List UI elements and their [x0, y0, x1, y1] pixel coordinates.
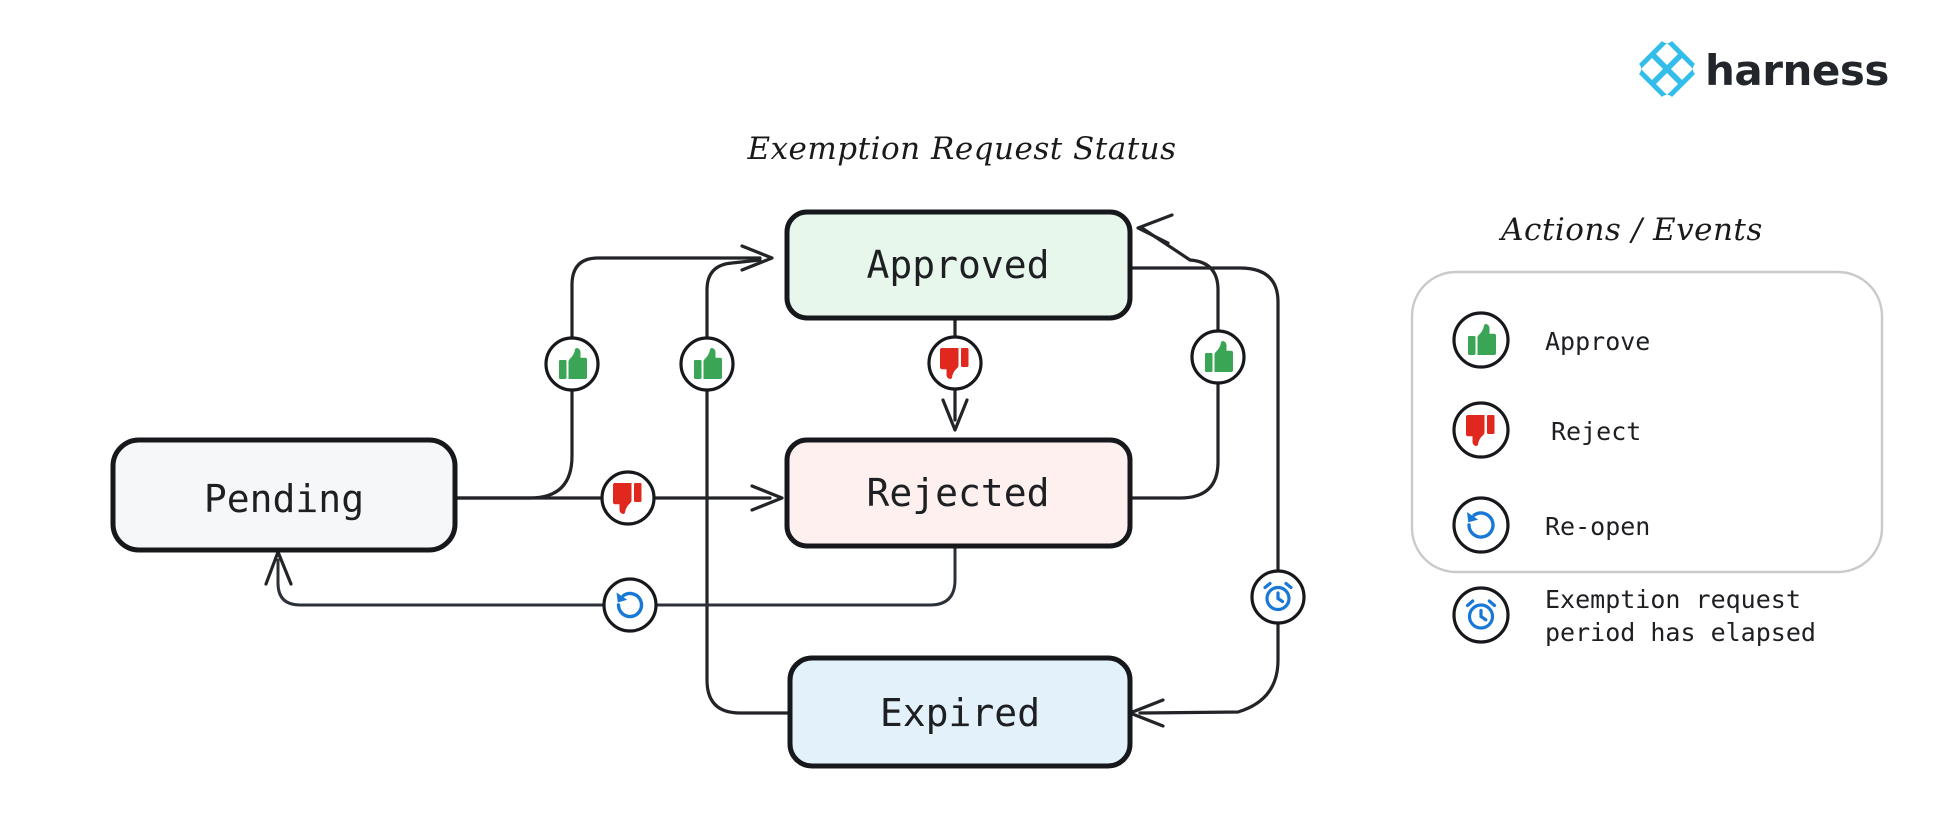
badge-reject-pending-rejected[interactable]: [600, 470, 656, 526]
legend-title: Actions / Events: [1498, 212, 1763, 248]
harness-logo: harness: [1639, 41, 1889, 97]
arrowhead-pending-to-approved: [740, 244, 774, 272]
legend-label-approve: Approve: [1545, 327, 1650, 356]
alarm-clock-icon: [1263, 581, 1293, 612]
badge-reject-approved-rejected[interactable]: [927, 335, 983, 391]
edge-expired-to-approved: [705, 258, 792, 715]
legend-item-reject[interactable]: Reject: [1452, 401, 1641, 459]
legend-panel: Approve Reject Re-open E: [1410, 270, 1884, 647]
legend-label-elapsed-line1: Exemption request: [1545, 585, 1801, 614]
node-rejected-label: Rejected: [866, 471, 1049, 515]
badge-approve-rejected-approved[interactable]: [1190, 329, 1246, 385]
arrowhead-rejected-to-approved: [1136, 213, 1174, 245]
legend-label-reopen: Re-open: [1545, 512, 1650, 541]
node-approved[interactable]: Approved: [784, 209, 1133, 321]
legend-label-reject: Reject: [1551, 417, 1641, 446]
node-rejected[interactable]: Rejected: [784, 437, 1133, 549]
diagram-title: Exemption Request Status: [746, 131, 1176, 167]
legend-item-elapsed[interactable]: Exemption request period has elapsed: [1452, 585, 1816, 647]
node-expired[interactable]: Expired: [787, 655, 1133, 769]
legend-label-elapsed-line2: period has elapsed: [1545, 618, 1816, 647]
edge-approved-to-expired: [1128, 266, 1280, 715]
arrowhead-pending-to-rejected: [750, 484, 784, 512]
alarm-clock-icon: [1465, 599, 1497, 630]
reopen-icon: [1467, 511, 1495, 539]
edge-rejected-to-approved: [1128, 226, 1220, 500]
harness-diamond-logo-icon: [1639, 41, 1695, 97]
node-expired-label: Expired: [880, 691, 1040, 735]
arrowhead-approved-to-rejected: [941, 398, 969, 432]
reopen-icon: [616, 591, 644, 619]
node-pending-label: Pending: [204, 477, 364, 521]
badge-reopen-rejected-pending[interactable]: [602, 577, 658, 633]
legend-item-approve[interactable]: Approve: [1452, 311, 1650, 369]
badge-approve-pending-approved[interactable]: [544, 336, 600, 392]
badge-approve-expired-approved[interactable]: [679, 336, 735, 392]
node-pending[interactable]: Pending: [110, 437, 458, 553]
brand-wordmark: harness: [1705, 46, 1889, 95]
node-approved-label: Approved: [866, 243, 1049, 287]
legend-item-reopen[interactable]: Re-open: [1452, 496, 1650, 554]
badge-elapsed-approved-expired[interactable]: [1250, 569, 1306, 625]
